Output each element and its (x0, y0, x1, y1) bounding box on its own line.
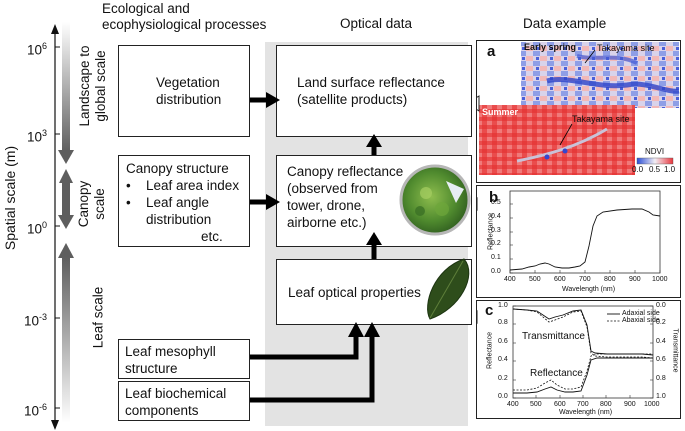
tick-label-1e6: 106 (27, 41, 48, 58)
tick-label-1e-6: 10-6 (24, 402, 48, 419)
canopy-scale-arrow (59, 169, 73, 183)
c-ytick-l4: 0.8 (498, 319, 508, 326)
tick-label-1e0: 100 (27, 220, 48, 237)
site-label-spring: Takayama site (597, 43, 655, 53)
c-xtick-3: 700 (577, 401, 589, 408)
axis-arrow-up (51, 24, 59, 34)
reflectance-adaxial-curve (513, 357, 653, 394)
c-ytick-l0: 0.0 (498, 393, 508, 400)
panel-c: c Adaxial side Abaxial side Transmittanc… (476, 300, 681, 419)
c-xtick-0: 400 (507, 401, 519, 408)
c-xtick-2: 600 (554, 401, 566, 408)
panel-a-letter: a (487, 43, 496, 60)
canopy-structure-box: Canopy structure • Leaf area index • Lea… (118, 155, 250, 247)
site-label-summer: Takayama site (572, 114, 630, 124)
panel-c-legend-2: Abaxial side (622, 317, 660, 324)
header-processes: Ecological and ecophysiological processe… (102, 1, 267, 32)
vegetation-distribution-box: Vegetation distribution (118, 45, 250, 137)
transmittance-abaxial-curve (512, 308, 654, 359)
c-xtick-1: 500 (530, 401, 542, 408)
early-spring-map (521, 42, 679, 108)
panel-a: a Early spring Summer Takayama site Taka… (476, 40, 681, 183)
leaf-biochemical-box: Leaf biochemical components (118, 381, 250, 421)
b-xtick-4: 800 (604, 276, 616, 283)
ndvi-tick-1: 0.5 (649, 165, 661, 174)
ndvi-tick-2: 1.0 (664, 165, 676, 174)
b-ytick-1: 0.1 (491, 254, 501, 261)
c-ytick-r2: 0.6 (656, 356, 666, 363)
c-ytick-r5: 0.0 (656, 302, 666, 309)
canopy-photo (399, 164, 471, 236)
b-ytick-4: 0.4 (491, 213, 501, 220)
b-xtick-0: 400 (504, 276, 516, 283)
b-xtick-2: 600 (554, 276, 566, 283)
c-xtick-6: 1000 (644, 401, 660, 408)
b-ytick-3: 0.3 (491, 227, 501, 234)
c-ytick-l3: 0.6 (498, 338, 508, 345)
summer-label: Summer (482, 107, 519, 117)
header-optical: Optical data (340, 16, 413, 31)
b-ytick-0: 0.0 (491, 268, 501, 275)
early-spring-label: Early spring (524, 42, 577, 52)
c-ytick-l1: 0.2 (498, 375, 508, 382)
b-xtick-5: 900 (629, 276, 641, 283)
summer-map (479, 105, 635, 175)
panel-c-reflectance-label: Reflectance (530, 368, 583, 379)
b-ytick-5: 0.5 (491, 199, 501, 206)
tick-label-1e-3: 10-3 (24, 312, 48, 329)
spatial-scale-axis (51, 22, 74, 430)
ndvi-tick-0: 0.0 (632, 165, 644, 174)
panel-b-xlabel: Wavelength (nm) (562, 286, 616, 293)
panel-c-transmittance-label: Transmittance (522, 331, 585, 342)
c-ytick-r3: 0.4 (656, 338, 666, 345)
transmittance-adaxial-curve (512, 308, 654, 356)
panel-b: b Reflectance 0.0 0.1 0.2 0.3 0.4 0.5 40… (476, 185, 681, 298)
land-surface-reflectance-box: Land surface reflectance (satellite prod… (276, 45, 472, 137)
c-ytick-l2: 0.4 (498, 356, 508, 363)
panel-a-maps (477, 42, 680, 175)
c-ytick-r4: 0.2 (656, 319, 666, 326)
header-example: Data example (523, 16, 607, 31)
c-ytick-l5: 1.0 (498, 302, 508, 309)
b-xtick-3: 700 (579, 276, 591, 283)
panel-c-legend-1: Adaxial side (622, 310, 660, 317)
ndvi-colorbar (636, 157, 674, 165)
canopy-reflectance-curve (509, 208, 661, 271)
c-ytick-r1: 0.8 (656, 375, 666, 382)
panel-b-letter: b (489, 189, 499, 206)
b-xtick-6: 1000 (652, 276, 668, 283)
leaf-icon (427, 258, 470, 320)
axis-arrow-down (51, 420, 59, 430)
leaf-scale-arrow (58, 243, 74, 258)
c-ytick-r0: 1.0 (656, 393, 666, 400)
b-ytick-2: 0.2 (491, 240, 501, 247)
panel-c-ylabel-right: Transmittance (671, 328, 679, 373)
leaf-mesophyll-box: Leaf mesophyll structure (118, 339, 250, 379)
tick-label-1e3: 103 (27, 128, 48, 145)
ndvi-label: NDVI (645, 147, 665, 156)
c-xtick-5: 900 (624, 401, 636, 408)
b-xtick-1: 500 (529, 276, 541, 283)
panel-c-xlabel: Wavelength (nm) (559, 409, 613, 416)
landscape-scale-arrow (62, 22, 70, 152)
panel-c-ylabel-left: Reflectance (486, 332, 494, 369)
panel-c-letter: c (485, 302, 494, 319)
c-xtick-4: 800 (600, 401, 612, 408)
